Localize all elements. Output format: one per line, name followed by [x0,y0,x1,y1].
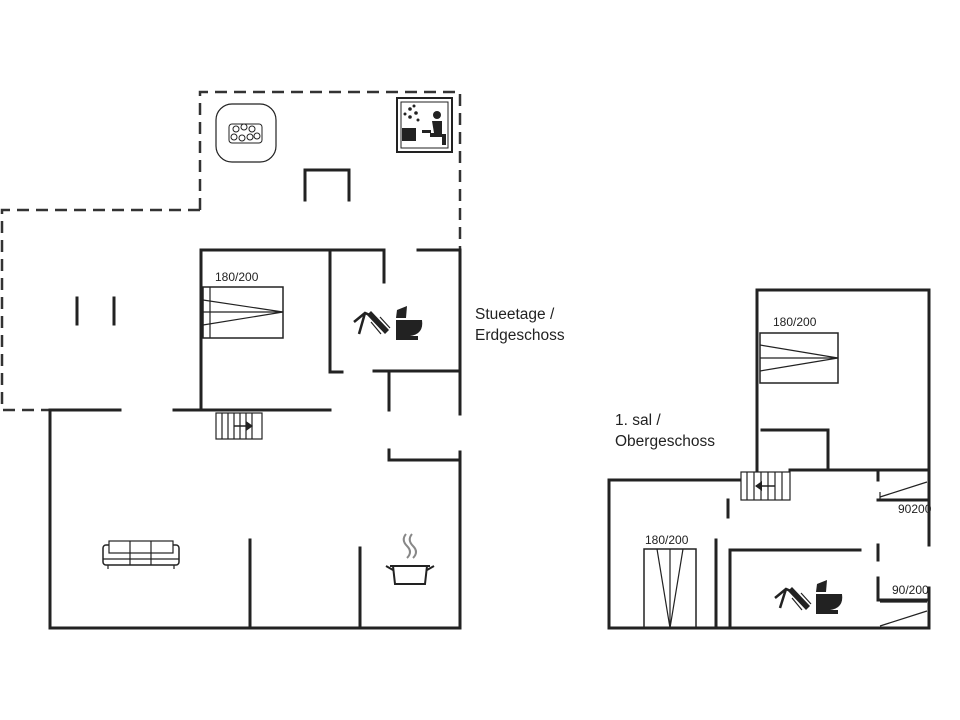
bed-size-label: 90200 [898,502,932,516]
cooking-pot-icon [385,533,435,585]
shower-icon [353,311,391,335]
floor-label-line: 1. sal / [615,412,661,429]
floor-label-line: Erdgeschoss [475,327,565,344]
first-floor-label: 1. sal / Obergeschoss [615,410,715,452]
ground-floor-walls [48,248,462,630]
first-floor-walls [607,288,931,630]
bed-icon [879,601,928,627]
bed-size-label: 180/200 [215,270,259,284]
toilet-icon [816,580,843,614]
bed-size-label: 180/200 [645,533,689,547]
ground-floor-label: Stueetage / Erdgeschoss [475,304,565,346]
bed-icon [202,286,284,339]
floor-label-line: Obergeschoss [615,433,715,450]
bed-icon [759,332,839,384]
floor-label-line: Stueetage / [475,306,555,323]
stairs-icon [740,471,791,501]
hot-tub-icon [215,103,277,163]
bed-icon [879,481,928,500]
sauna-icon [396,97,453,153]
toilet-icon [396,306,423,340]
stairs-icon [215,412,263,440]
sofa-icon [102,540,180,569]
shower-icon [774,587,812,611]
bed-icon [643,548,697,629]
terrace-fixture [303,168,351,202]
bed-size-label: 180/200 [773,315,817,329]
bed-size-label: 90/200 [892,583,929,597]
terrace-outline [0,90,462,412]
